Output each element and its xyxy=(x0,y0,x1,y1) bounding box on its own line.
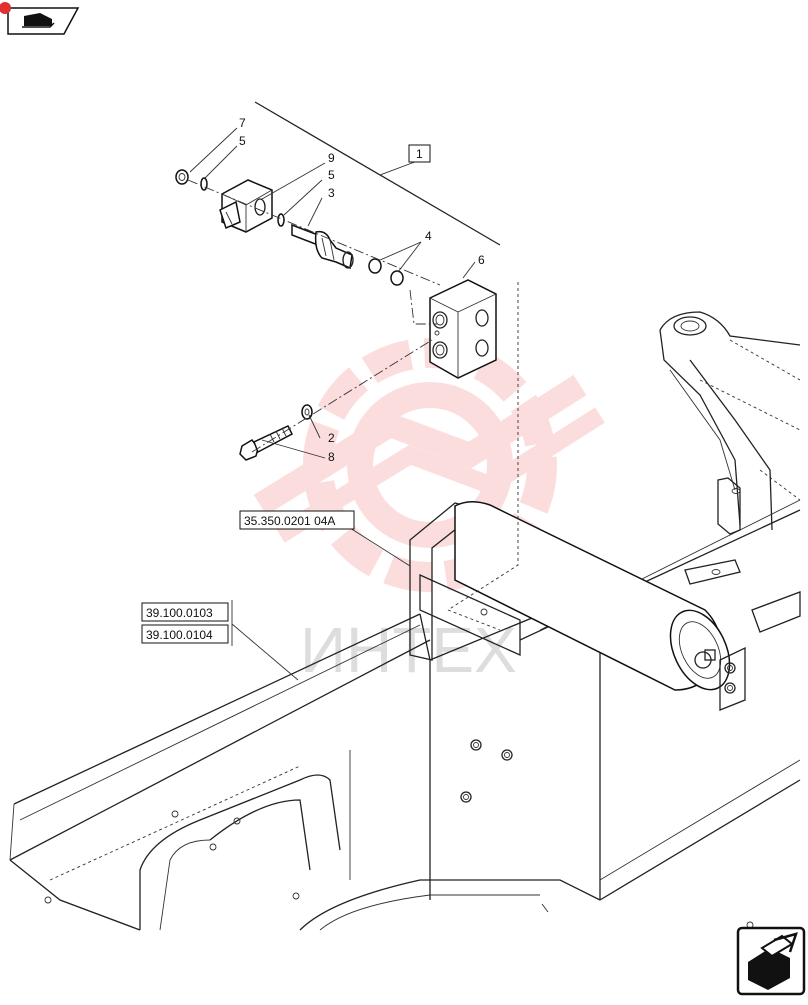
reference-39-a-link[interactable]: 39.100.0103 xyxy=(141,602,229,622)
frame-hole xyxy=(470,739,482,751)
callout-5-right: 5 xyxy=(328,168,335,182)
reference-35-label: 35.350.0201 04A xyxy=(244,514,335,528)
part-4-oring-b xyxy=(390,270,404,286)
cylinder-assembly xyxy=(409,282,746,711)
part-4-oring-a xyxy=(368,258,382,274)
part-6-valve-block xyxy=(429,279,497,379)
part-7-nut xyxy=(175,169,189,185)
callout-7: 7 xyxy=(239,116,246,130)
next-page-arrow-icon[interactable] xyxy=(736,926,806,996)
reference-35-link[interactable]: 35.350.0201 04A xyxy=(239,510,355,530)
watermark-text: ИНТЕХ xyxy=(300,614,517,686)
callout-5-left: 5 xyxy=(239,134,246,148)
callout-3: 3 xyxy=(328,186,335,200)
part-8-bolt xyxy=(239,425,293,461)
part-5-oring-left xyxy=(200,177,208,191)
callout-8: 8 xyxy=(328,450,335,464)
callout-9: 9 xyxy=(328,151,335,165)
callout-2: 2 xyxy=(328,431,335,445)
callout-1-box: 1 xyxy=(408,144,431,163)
reference-39-b-link[interactable]: 39.100.0104 xyxy=(141,624,229,644)
frame-hole xyxy=(501,749,513,761)
assembly-centerlines xyxy=(187,101,501,453)
part-2-washer xyxy=(301,404,313,420)
leader-lines xyxy=(189,127,476,681)
callout-1: 1 xyxy=(416,147,423,161)
frame-hole xyxy=(460,791,472,803)
part-9-coil xyxy=(219,179,273,233)
callout-6: 6 xyxy=(478,253,485,267)
part-3-cartridge xyxy=(291,223,354,270)
pivot-arm xyxy=(659,311,801,633)
reference-39-b-label: 39.100.0104 xyxy=(146,628,213,642)
book-hand-icon[interactable] xyxy=(0,2,80,35)
reference-39-a-label: 39.100.0103 xyxy=(146,606,213,620)
callout-4: 4 xyxy=(425,229,432,243)
